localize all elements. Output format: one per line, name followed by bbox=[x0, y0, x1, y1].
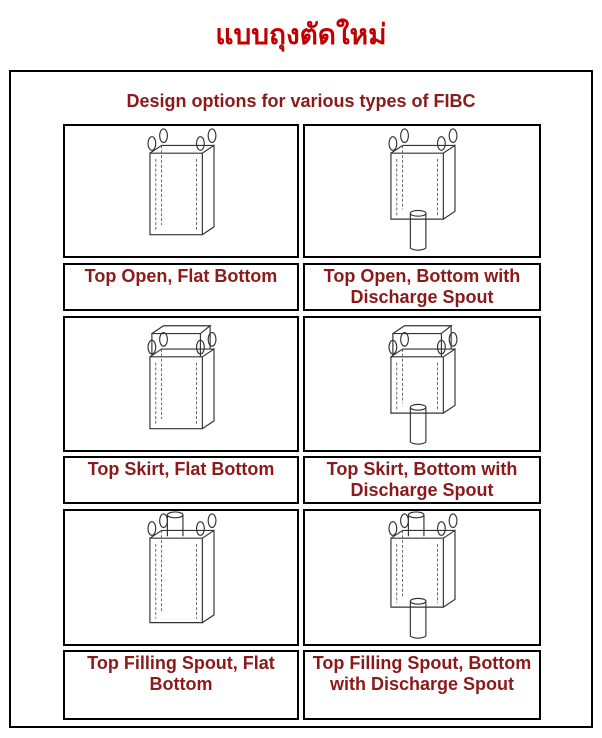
bag-image-filling-spout-flat bbox=[63, 509, 299, 646]
caption-top-open-spout: Top Open, Bottom with Discharge Spout bbox=[303, 263, 541, 311]
caption-filling-spout-flat: Top Filling Spout, Flat Bottom bbox=[63, 650, 299, 720]
lifting-loop bbox=[147, 521, 157, 536]
top-skirt bbox=[392, 325, 453, 357]
bag-front bbox=[390, 152, 444, 220]
bag-front bbox=[149, 356, 203, 430]
lifting-loop bbox=[400, 331, 409, 347]
bag-image-filling-spout-discharge bbox=[303, 509, 541, 646]
lifting-loop bbox=[159, 513, 168, 529]
bag-side bbox=[202, 529, 215, 624]
lifting-loop bbox=[448, 331, 458, 347]
bag-illustration-icon bbox=[388, 325, 458, 445]
caption-top-open-flat: Top Open, Flat Bottom bbox=[63, 263, 299, 311]
caption-filling-spout-discharge: Top Filling Spout, Bottom with Discharge… bbox=[303, 650, 541, 720]
discharge-spout bbox=[409, 213, 427, 251]
filling-spout-rim bbox=[166, 511, 184, 519]
bag-illustration-icon bbox=[147, 128, 217, 236]
bag-seams bbox=[396, 530, 438, 604]
lifting-loop bbox=[388, 521, 398, 536]
lifting-loop bbox=[207, 331, 217, 347]
bag-side bbox=[202, 144, 215, 236]
discharge-spout bbox=[409, 601, 427, 639]
bag-image-top-open-flat bbox=[63, 124, 299, 258]
bag-seams bbox=[155, 530, 197, 619]
bag-seams bbox=[396, 145, 438, 216]
bag-seams bbox=[396, 349, 438, 410]
bag-side bbox=[443, 144, 456, 220]
page-title: แบบถุงตัดใหม่ bbox=[215, 19, 387, 50]
bag-illustration-icon bbox=[147, 325, 217, 430]
lifting-loop bbox=[207, 513, 217, 529]
lifting-loop bbox=[195, 136, 205, 151]
lifting-loop bbox=[147, 136, 157, 151]
lifting-loop bbox=[436, 521, 446, 536]
lifting-loop bbox=[448, 128, 458, 144]
lifting-loop bbox=[159, 128, 169, 144]
lifting-loop bbox=[448, 513, 458, 529]
bag-illustration-icon bbox=[388, 511, 458, 639]
lifting-loop bbox=[207, 128, 217, 144]
lifting-loop bbox=[388, 136, 398, 151]
bag-front bbox=[390, 537, 444, 608]
discharge-spout-rim bbox=[409, 597, 427, 605]
lifting-loop bbox=[195, 521, 205, 536]
lifting-loop bbox=[436, 136, 446, 151]
lifting-loop bbox=[400, 513, 409, 529]
top-skirt bbox=[151, 325, 212, 357]
bag-side bbox=[443, 529, 456, 608]
bag-seams bbox=[155, 145, 197, 231]
discharge-spout-rim bbox=[409, 209, 427, 217]
fibc-panel: Design options for various types of FIBC… bbox=[9, 70, 593, 728]
bag-illustration-icon bbox=[147, 511, 217, 624]
discharge-spout-rim bbox=[409, 403, 427, 411]
filling-spout bbox=[166, 514, 184, 537]
bag-side bbox=[443, 347, 456, 414]
lifting-loop bbox=[400, 128, 409, 144]
bag-image-top-skirt-spout bbox=[303, 316, 541, 452]
bag-seams bbox=[155, 349, 197, 425]
bag-front bbox=[149, 152, 203, 236]
lifting-loop bbox=[159, 331, 168, 347]
caption-top-skirt-flat: Top Skirt, Flat Bottom bbox=[63, 456, 299, 504]
discharge-spout bbox=[409, 407, 427, 445]
bag-image-top-skirt-flat bbox=[63, 316, 299, 452]
filling-spout-rim bbox=[407, 511, 425, 519]
panel-title: Design options for various types of FIBC bbox=[126, 91, 476, 111]
bag-side bbox=[202, 347, 215, 430]
bag-illustration-icon bbox=[388, 128, 458, 251]
bag-image-top-open-spout bbox=[303, 124, 541, 258]
filling-spout bbox=[407, 514, 425, 537]
caption-top-skirt-spout: Top Skirt, Bottom with Discharge Spout bbox=[303, 456, 541, 504]
bag-front bbox=[149, 537, 203, 624]
